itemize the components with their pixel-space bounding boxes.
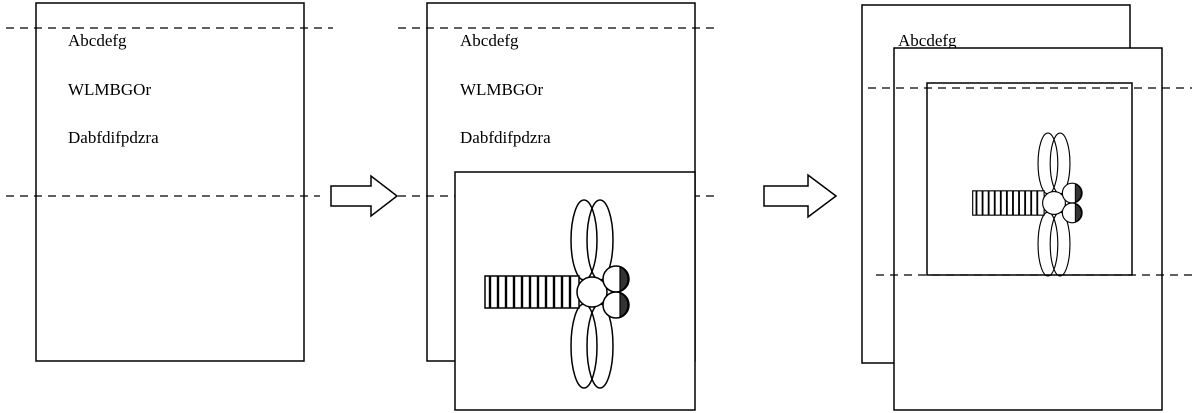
text-line: Abcdefg: [460, 31, 519, 50]
text-line: Abcdefg: [68, 31, 127, 50]
text-line: Dabfdifpdzra: [68, 128, 159, 147]
right-arrow-icon: [763, 173, 838, 219]
panel-2: Abcdefg WLMBGOr Dabfdifpdzra: [398, 2, 720, 411]
image-frame: [926, 82, 1133, 276]
text-line: Abcdefg: [898, 31, 957, 50]
text-line: Dabfdifpdzra: [460, 128, 551, 147]
panel-3: Abcdefg: [861, 4, 1192, 411]
text-line: WLMBGOr: [68, 80, 151, 99]
text-line: WLMBGOr: [460, 80, 543, 99]
right-arrow-icon: [330, 174, 399, 218]
page-1: [35, 2, 305, 362]
panel-1: Abcdefg WLMBGOr Dabfdifpdzra: [6, 2, 333, 362]
